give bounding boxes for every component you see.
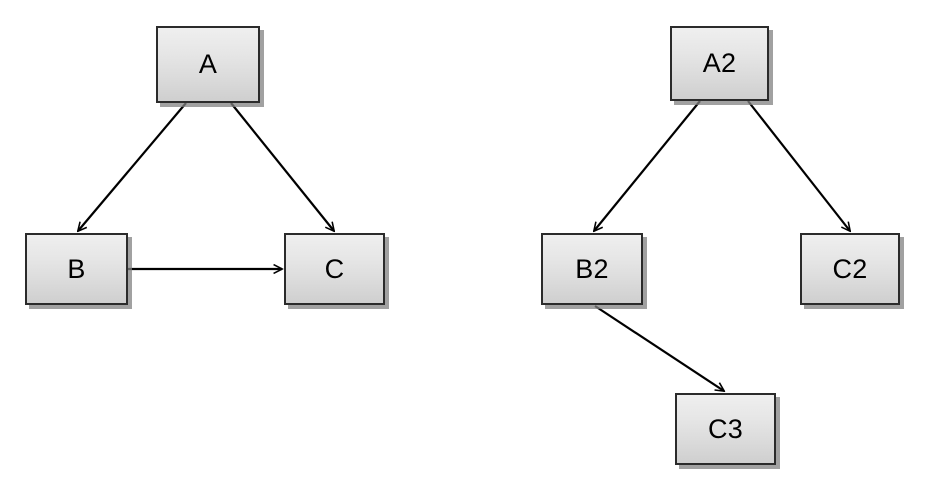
edge-a-to-b[interactable] — [78, 102, 187, 231]
node-c3[interactable]: C3 — [675, 393, 776, 465]
node-c2[interactable]: C2 — [800, 233, 900, 305]
node-c3-label: C3 — [708, 413, 743, 444]
edge-a2-to-c2[interactable] — [747, 100, 850, 231]
node-a2[interactable]: A2 — [670, 26, 769, 101]
node-c-label: C — [324, 253, 345, 284]
edge-group — [78, 100, 850, 391]
node-c2-label: C2 — [832, 253, 868, 284]
edge-b2-to-c3[interactable] — [594, 305, 724, 391]
node-b2-label: B2 — [575, 253, 609, 284]
edge-a-to-c[interactable] — [230, 102, 334, 231]
node-b[interactable]: B — [25, 233, 128, 305]
node-b2[interactable]: B2 — [541, 233, 643, 305]
node-a2-label: A2 — [702, 48, 737, 78]
node-a[interactable]: A — [156, 26, 260, 103]
node-a-label: A — [198, 49, 218, 79]
node-c[interactable]: C — [284, 233, 385, 305]
node-b-label: B — [67, 253, 86, 284]
edge-a2-to-b2[interactable] — [594, 100, 701, 231]
